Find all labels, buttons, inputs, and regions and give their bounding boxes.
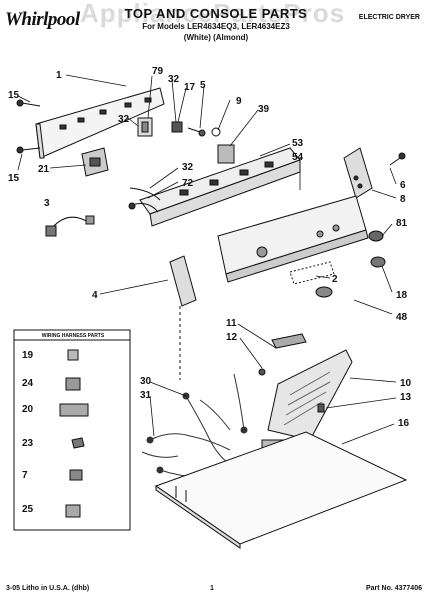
callout-10: 10 xyxy=(400,378,412,389)
terminal-block-21 xyxy=(81,147,109,177)
footer-page-number: 1 xyxy=(210,585,214,592)
callout-30: 30 xyxy=(140,376,152,387)
watermark: AppliancePartsPros xyxy=(80,0,346,28)
legend-item-19: 19 xyxy=(22,350,34,361)
leader-lines xyxy=(17,74,397,445)
washer-9 xyxy=(211,127,221,137)
control-console-53 xyxy=(139,147,301,227)
callout-17: 17 xyxy=(184,82,196,93)
callout-54: 54 xyxy=(292,152,304,163)
callout-12: 12 xyxy=(226,332,238,343)
legend-item-7: 7 xyxy=(22,470,28,481)
callout-labels: 1 15 15 79 32 17 5 9 39 32 21 32 72 53 5… xyxy=(8,66,412,429)
lint-screen-11 xyxy=(271,333,307,349)
power-cord-3 xyxy=(45,215,95,237)
wiring-harness-legend xyxy=(13,329,131,531)
callout-39: 39 xyxy=(258,104,270,115)
callout-18: 18 xyxy=(396,290,408,301)
callout-13: 13 xyxy=(400,392,412,403)
footer-litho: 3-05 Litho in U.S.A. (dhb) xyxy=(6,585,90,592)
legend-title: WIRING HARNESS PARTS xyxy=(41,333,105,339)
callout-32c: 32 xyxy=(182,162,194,173)
legend-item-20: 20 xyxy=(22,404,34,415)
knob-17 xyxy=(171,121,183,133)
callout-8: 8 xyxy=(400,194,406,205)
console-rear-panel-48 xyxy=(217,195,369,283)
screw-13 xyxy=(317,403,325,413)
callout-79: 79 xyxy=(152,66,164,77)
switch-39 xyxy=(217,144,235,164)
selector-knob-2 xyxy=(289,261,335,298)
callout-32b: 32 xyxy=(118,114,130,125)
callout-1: 1 xyxy=(56,70,62,81)
screw-5 xyxy=(187,127,206,137)
callout-81: 81 xyxy=(396,218,408,229)
legend-item-23: 23 xyxy=(22,438,34,449)
callout-15a: 15 xyxy=(8,90,20,101)
footer-part-number: Part No. 4377406 xyxy=(365,585,422,592)
document-type: ELECTRIC DRYER xyxy=(358,14,420,21)
callout-11: 11 xyxy=(226,318,237,329)
screw-bottom-left xyxy=(16,146,41,154)
brand-logo: Whirlpool xyxy=(5,9,80,30)
legend-item-24: 24 xyxy=(22,378,34,389)
callout-5: 5 xyxy=(200,80,206,91)
callout-4: 4 xyxy=(92,290,98,301)
callout-9: 9 xyxy=(236,96,242,107)
callout-72: 72 xyxy=(182,178,194,189)
color-variants: (White) (Almond) xyxy=(183,33,249,42)
callout-48: 48 xyxy=(396,312,408,323)
legend-labels: 19 24 20 23 7 25 xyxy=(22,350,34,515)
wire-harness-72 xyxy=(128,187,161,213)
knob-18 xyxy=(370,256,386,268)
callout-32a: 32 xyxy=(168,74,180,85)
callout-21: 21 xyxy=(38,164,50,175)
dryer-top-16 xyxy=(154,431,408,549)
page-title: TOP AND CONSOLE PARTS xyxy=(124,6,308,21)
legend-item-25: 25 xyxy=(22,504,34,515)
end-cap-8 xyxy=(343,147,373,199)
console-back-panel xyxy=(35,87,165,159)
callout-3: 3 xyxy=(44,198,50,209)
callout-6: 6 xyxy=(400,180,406,191)
screw-6 xyxy=(389,152,406,166)
lint-holder-12 xyxy=(258,368,266,376)
callout-31: 31 xyxy=(140,390,152,401)
knob-81 xyxy=(368,230,384,242)
callout-15b: 15 xyxy=(8,173,20,184)
callout-53: 53 xyxy=(292,138,304,149)
end-cap-4 xyxy=(169,255,197,380)
screw-top-left xyxy=(16,99,41,107)
switch-block-79 xyxy=(137,117,153,137)
callout-16: 16 xyxy=(398,418,410,429)
model-subtitle: For Models LER4634EQ3, LER4634EZ3 xyxy=(142,22,290,31)
callout-2: 2 xyxy=(332,274,338,285)
